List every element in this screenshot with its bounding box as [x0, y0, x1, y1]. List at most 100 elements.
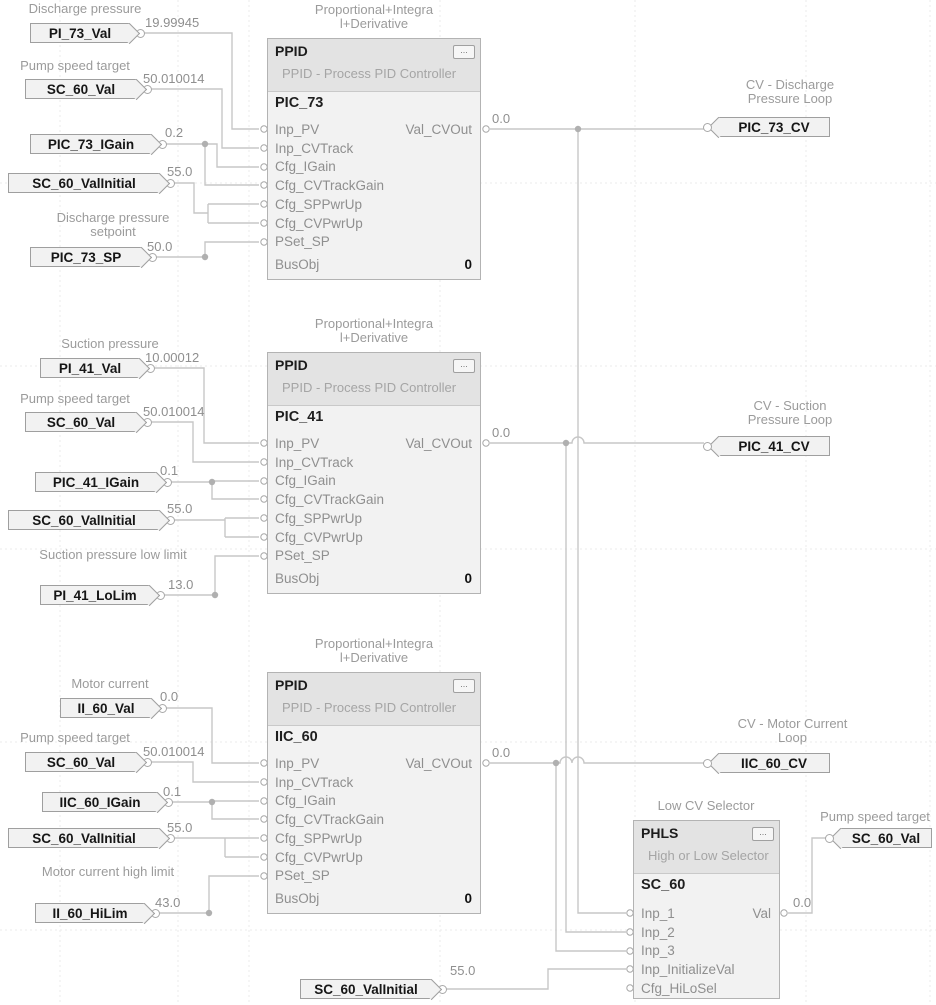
pin-label: Cfg_CVTrackGain [275, 812, 385, 828]
tag-value: 0.1 [163, 784, 182, 799]
tag-value: 55.0 [450, 963, 476, 978]
input-tag-sc-60-val[interactable]: SC_60_Val [25, 79, 152, 99]
block-properties-button[interactable]: ... [453, 359, 475, 373]
tag-label: II_60_HiLim [52, 905, 128, 921]
pin-label: Val [752, 906, 771, 921]
pin-label: Val_CVOut [405, 756, 472, 771]
block-instance-tag[interactable]: IIC_60 [275, 729, 318, 745]
pin-label: Cfg_SPPwrUp [275, 510, 363, 526]
tag-label: PIC_41_IGain [52, 474, 140, 490]
tag-label: PIC_73_CV [738, 119, 810, 135]
pin-label: Cfg_CVPwrUp [275, 215, 363, 231]
input-tag-sc-60-valinitial[interactable]: SC_60_ValInitial [8, 173, 175, 193]
pin-label: Inp_2 [641, 924, 675, 940]
tag-label: PIC_41_CV [738, 438, 810, 454]
pin-label: PSet_SP [275, 868, 330, 884]
output-tag-sc-60-val[interactable]: SC_60_Val [825, 828, 932, 848]
wire-connector [156, 591, 165, 600]
tag-label: SC_60_ValInitial [32, 175, 136, 191]
tag-value: 50.010014 [143, 71, 205, 86]
wire-connector [158, 140, 167, 149]
output-value: 0.0 [492, 425, 511, 440]
input-tag-pi-41-lolim[interactable]: PI_41_LoLim [40, 585, 165, 605]
tag-description: Pump speed target [20, 730, 130, 745]
tag-value: 50.010014 [143, 404, 205, 419]
block-instance-tag[interactable]: SC_60 [641, 877, 686, 893]
pin-label: PSet_SP [275, 548, 330, 564]
block-type-label: PPID [275, 677, 308, 693]
output-value: 0.0 [793, 895, 812, 910]
pin-label: Inp_PV [275, 436, 320, 451]
wire-connector [825, 834, 834, 843]
input-tag-pic-73-sp[interactable]: PIC_73_SP [30, 247, 157, 267]
wire-connector [158, 704, 167, 713]
input-tag-sc-60-valinitial[interactable]: SC_60_ValInitial [8, 828, 175, 848]
tag-value: 55.0 [167, 501, 193, 516]
wire-connector [163, 478, 172, 487]
tag-description: Pump speed target [20, 391, 130, 406]
block-type-label: PPID [275, 43, 308, 59]
input-tag-pic-41-igain[interactable]: PIC_41_IGain [35, 472, 172, 492]
ppid-block-iic-60[interactable]: PPID ... PPID - Process PID Controller I… [267, 672, 481, 914]
tag-description: Discharge pressure [28, 1, 142, 16]
block-subtitle: PPID - Process PID Controller [282, 66, 457, 81]
pin-label: Cfg_IGain [275, 159, 336, 175]
tag-value: 55.0 [167, 164, 193, 179]
pin-label: BusObj [275, 571, 320, 586]
tag-value: 43.0 [155, 895, 181, 910]
block-properties-button[interactable]: ... [453, 679, 475, 693]
output-tag-pic-41-cv[interactable]: PIC_41_CV [703, 436, 830, 456]
pin-label: Cfg_IGain [275, 473, 336, 489]
block-instance-tag[interactable]: PIC_41 [275, 409, 324, 425]
tag-value: 13.0 [168, 577, 194, 592]
pin-label: Inp_PV [275, 756, 320, 771]
wire-connector [703, 123, 712, 132]
pin-label: BusObj [275, 891, 320, 906]
input-tag-pi-41-val[interactable]: PI_41_Val [40, 358, 155, 378]
ppid-block-pic-41[interactable]: PPID ... PPID - Process PID Controller P… [267, 352, 481, 594]
wire-connector [166, 834, 175, 843]
phls-block-sc-60[interactable]: PHLS ... High or Low Selector SC_60 Inp_… [633, 820, 780, 999]
ppid-block-pic-73[interactable]: PPID ... PPID - Process PID Controller P… [267, 38, 481, 280]
output-tag-pic-73-cv[interactable]: PIC_73_CV [703, 117, 830, 137]
block-properties-button[interactable]: ... [453, 45, 475, 59]
tag-description: Suction pressure [61, 336, 159, 351]
pin-label: Val_CVOut [405, 122, 472, 137]
input-tag-sc-60-valinitial[interactable]: SC_60_ValInitial [300, 979, 447, 999]
pin-label: Cfg_CVPwrUp [275, 849, 363, 865]
wire-connector [164, 798, 173, 807]
input-tag-ii-60-val[interactable]: II_60_Val [60, 698, 167, 718]
wire-connector [143, 418, 152, 427]
pin-label: Cfg_IGain [275, 793, 336, 809]
busobj-row: BusObj 0 [275, 571, 472, 586]
input-tag-sc-60-val[interactable]: SC_60_Val [25, 412, 152, 432]
output-tag-iic-60-cv[interactable]: IIC_60_CV [703, 753, 830, 773]
tag-value: 10.00012 [145, 350, 200, 365]
block-instance-tag[interactable]: PIC_73 [275, 95, 324, 111]
input-tag-pic-73-igain[interactable]: PIC_73_IGain [30, 134, 167, 154]
block-subtitle: PPID - Process PID Controller [282, 380, 457, 395]
input-tag-sc-60-valinitial[interactable]: SC_60_ValInitial [8, 510, 175, 530]
pin-label: Cfg_SPPwrUp [275, 196, 363, 212]
input-tag-ii-60-hilim[interactable]: II_60_HiLim [35, 903, 160, 923]
pin-label: Cfg_CVPwrUp [275, 529, 363, 545]
pin-label: Inp_CVTrack [275, 454, 354, 470]
tag-description: CV - Discharge Pressure Loop [745, 77, 835, 106]
tag-value: 50.010014 [143, 744, 205, 759]
busobj-value: 0 [464, 257, 472, 272]
input-tag-pi-73-val[interactable]: PI_73_Val [30, 23, 145, 43]
pin-label: BusObj [275, 257, 320, 272]
wire-connector [703, 442, 712, 451]
tag-value: 0.1 [160, 463, 179, 478]
input-tag-sc-60-val[interactable]: SC_60_Val [25, 752, 152, 772]
busobj-value: 0 [464, 571, 472, 586]
wire-connector [438, 985, 447, 994]
tag-label: PI_41_LoLim [53, 587, 137, 603]
pin-label: PSet_SP [275, 234, 330, 250]
input-tag-iic-60-igain[interactable]: IIC_60_IGain [42, 792, 173, 812]
pin-label: Val_CVOut [405, 436, 472, 451]
block-properties-button[interactable]: ... [752, 827, 774, 841]
